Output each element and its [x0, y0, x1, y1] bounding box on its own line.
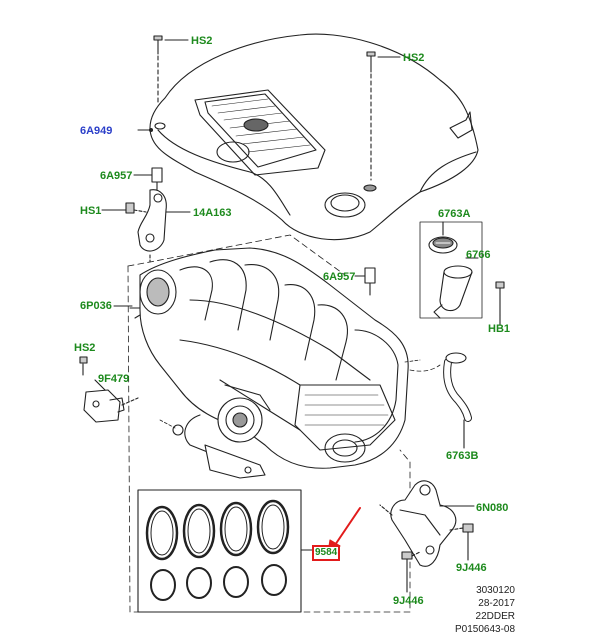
label-hs2-top[interactable]: HS2: [191, 35, 213, 47]
bolt-right-part: [449, 523, 474, 561]
label-bolt-right[interactable]: 9J446: [456, 562, 487, 574]
sensor-part: [79, 356, 139, 423]
reference-line-3: 22DDER: [475, 611, 515, 622]
oil-filler-cap-part: [428, 221, 458, 254]
intake-manifold-part: [129, 247, 409, 479]
oil-filler-neck-part: [433, 257, 479, 319]
label-manifold[interactable]: 6P036: [80, 300, 112, 312]
gasket-set-part: [137, 489, 313, 613]
label-stud-left[interactable]: 6A957: [100, 170, 133, 182]
bolt-bottom-part: [401, 551, 421, 593]
label-hs1[interactable]: HS1: [80, 205, 102, 217]
label-engine-cover[interactable]: 6A949: [80, 125, 113, 137]
label-hs2-right[interactable]: HS2: [403, 52, 425, 64]
label-bolt-bottom[interactable]: 9J446: [393, 595, 424, 607]
reference-code-block: 3030120 28-2017 22DDER P0150643-08: [455, 584, 515, 636]
mount-bracket-part: [379, 480, 475, 567]
bolt-hs2-right: [366, 51, 401, 181]
label-hose[interactable]: 6763B: [446, 450, 479, 462]
bolt-hb1-part: [495, 281, 505, 326]
label-cap-seal[interactable]: 6766: [466, 249, 491, 261]
label-gasket-highlighted[interactable]: 9584: [312, 545, 341, 561]
reference-line-2: 28-2017: [478, 598, 515, 609]
label-stud-mid[interactable]: 6A957: [323, 271, 356, 283]
stud-mid-part: [354, 267, 376, 296]
bolt-hs2-top: [153, 35, 189, 106]
label-mount-bracket[interactable]: 6N080: [476, 502, 509, 514]
reference-line-4: P0150643-08: [455, 624, 516, 635]
stud-left-part: [133, 167, 163, 193]
label-bracket[interactable]: 14A163: [193, 207, 232, 219]
reference-line-1: 3030120: [476, 585, 515, 596]
label-sensor[interactable]: 9F479: [98, 373, 130, 385]
label-oil-filler-cap[interactable]: 6763A: [438, 208, 471, 220]
label-hb1[interactable]: HB1: [488, 323, 511, 335]
label-hs2-left[interactable]: HS2: [74, 342, 96, 354]
engine-cover-part: [149, 33, 479, 241]
bracket-part: [101, 189, 191, 263]
hose-part: [443, 352, 472, 449]
